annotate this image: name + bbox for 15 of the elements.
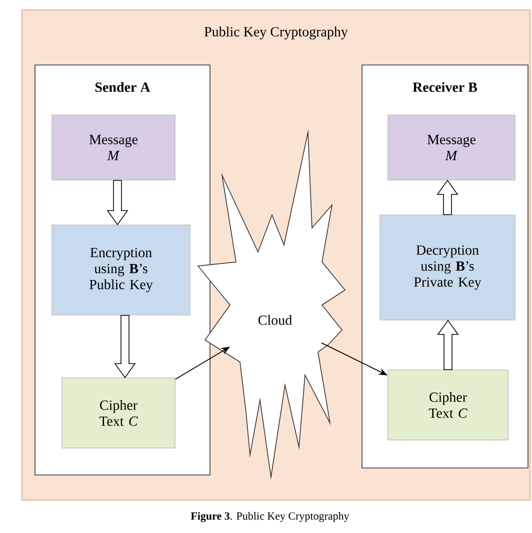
key-box: Encryption using B’s Public Key [52, 224, 190, 316]
ciphertext-box: Cipher Text C [62, 378, 176, 448]
caption: Figure 3. Public Key Cryptography [190, 512, 350, 522]
ciphertext-box: Cipher Text C [388, 370, 508, 440]
message-box: Message M [388, 114, 516, 180]
party-title: Sender A [95, 82, 150, 92]
hollow-arrow [437, 320, 459, 370]
key-box: Decryption using B’s Private Key [380, 214, 516, 320]
hollow-arrow [436, 180, 458, 215]
panel-title: Public Key Cryptography [204, 26, 348, 40]
hollow-arrow [114, 315, 136, 378]
message-box: Message M [52, 114, 176, 180]
hollow-arrow [106, 180, 128, 226]
cloud-starburst: Cloud [197, 128, 346, 480]
party-title: Receiver B [412, 82, 478, 92]
